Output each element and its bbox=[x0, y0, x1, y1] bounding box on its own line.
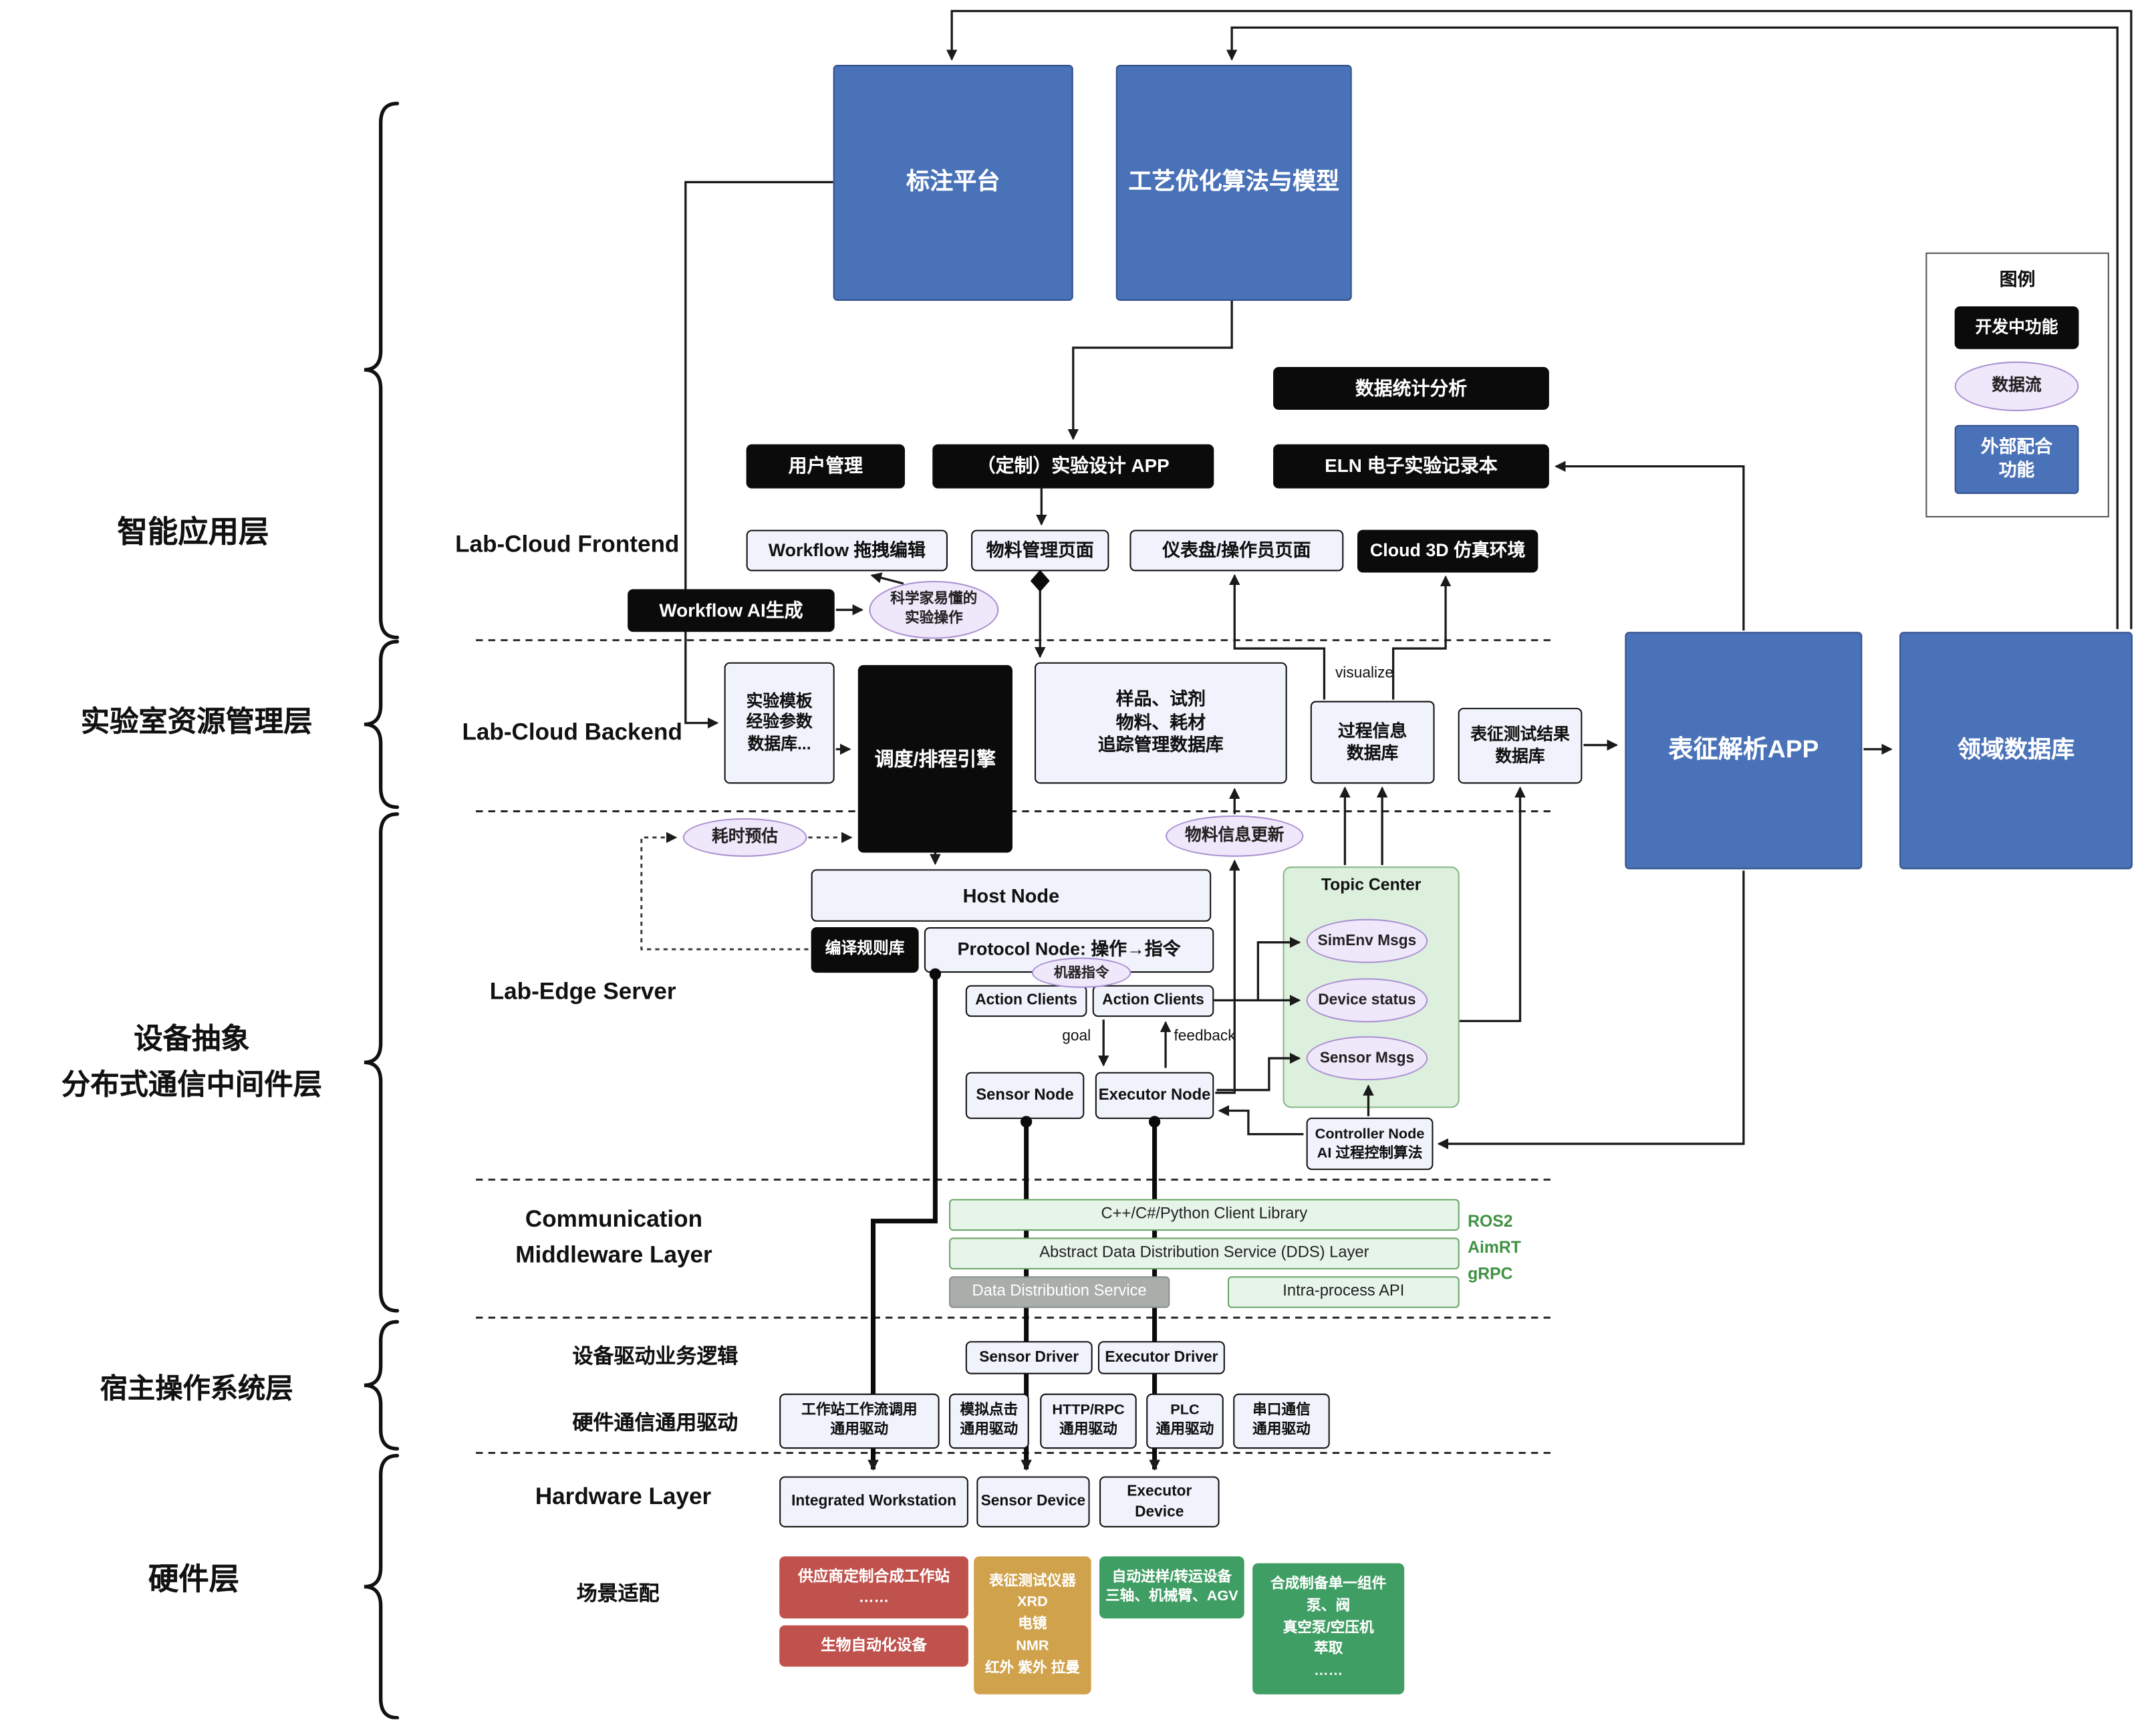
node-vendor-workstation: 供应商定制合成工作站 …… bbox=[779, 1556, 968, 1619]
node-process-optimization: 工艺优化算法与模型 bbox=[1115, 65, 1352, 301]
edge-compile-lib-to-time-est bbox=[640, 832, 809, 951]
node-template-db: 实验模板 经验参数 数据库... bbox=[724, 662, 835, 784]
legend-external-item: 外部配合 功能 bbox=[1954, 424, 2079, 494]
node-driver-click: 模拟点击 通用驱动 bbox=[949, 1393, 1029, 1449]
edge-executor-to-material-update bbox=[1215, 859, 1240, 1094]
node-dds-service: Data Distribution Service bbox=[949, 1276, 1170, 1308]
topic-center-title: Topic Center bbox=[1321, 874, 1422, 894]
node-cloud3d: Cloud 3D 仿真环境 bbox=[1357, 529, 1538, 573]
node-sensor-node: Sensor Node bbox=[965, 1072, 1085, 1119]
node-custom-experiment-app: （定制）实验设计 APP bbox=[932, 444, 1214, 489]
bus-protocol-to-workstation bbox=[867, 974, 938, 1471]
node-process-db: 过程信息 数据库 bbox=[1310, 701, 1435, 784]
node-sensor-driver: Sensor Driver bbox=[965, 1341, 1093, 1374]
node-dds-layer: Abstract Data Distribution Service (DDS)… bbox=[949, 1237, 1460, 1269]
label-visualize: visualize bbox=[1335, 664, 1394, 682]
node-workflow-edit: Workflow 拖拽编辑 bbox=[746, 529, 948, 572]
node-char-result-db: 表征测试结果 数据库 bbox=[1458, 707, 1583, 784]
node-char-analysis-app: 表征解析APP bbox=[1625, 632, 1863, 870]
layer-braces bbox=[364, 102, 400, 1719]
brace-app-layer bbox=[364, 102, 400, 640]
node-host-node: Host Node bbox=[811, 869, 1212, 922]
node-material-page: 物料管理页面 bbox=[971, 529, 1109, 572]
label-feedback: feedback bbox=[1174, 1027, 1236, 1045]
node-scheduler: 调度/排程引擎 bbox=[857, 664, 1013, 853]
node-data-stats: 数据统计分析 bbox=[1273, 367, 1549, 410]
section-label-hardware-layer: Hardware Layer bbox=[535, 1483, 712, 1510]
node-characterization-instruments: 表征测试仪器 XRD 电镜 NMR 红外 紫外 拉曼 bbox=[974, 1556, 1091, 1695]
node-dashboard-page: 仪表盘/操作员页面 bbox=[1129, 529, 1344, 572]
node-driver-workstation: 工作站工作流调用 通用驱动 bbox=[779, 1393, 940, 1449]
edge-sci-ops-to-wf-edit bbox=[870, 572, 904, 585]
node-intra-process-api: Intra-process API bbox=[1227, 1276, 1460, 1308]
node-integrated-workstation: Integrated Workstation bbox=[779, 1476, 968, 1527]
dataflow-time-estimate: 耗时预估 bbox=[682, 818, 807, 857]
dataflow-simenv-msgs: SimEnv Msgs bbox=[1306, 918, 1428, 963]
brace-hardware-layer bbox=[364, 1453, 400, 1719]
dataflow-sensor-msgs: Sensor Msgs bbox=[1306, 1036, 1428, 1081]
node-controller-node: Controller Node AI 过程控制算法 bbox=[1306, 1117, 1434, 1171]
brace-resource-layer bbox=[364, 640, 400, 810]
node-annotation-platform: 标注平台 bbox=[833, 65, 1073, 301]
section-label-scenario: 场景适配 bbox=[576, 1582, 660, 1606]
edge-annotation-to-template-db bbox=[684, 180, 833, 729]
layer-label-app: 智能应用层 bbox=[117, 514, 269, 549]
layer-separators bbox=[476, 639, 1557, 1454]
section-label-middleware: Communication Middleware Layer bbox=[515, 1205, 712, 1267]
edge-topic-to-char-result-db bbox=[1459, 786, 1526, 1023]
label-goal: goal bbox=[1062, 1027, 1091, 1045]
node-action-clients-2: Action Clients bbox=[1092, 985, 1214, 1017]
dataflow-scientist-ops: 科学家易懂的 实验操作 bbox=[869, 580, 999, 639]
dataflow-machine-instruction: 机器指令 bbox=[1031, 957, 1131, 988]
layer-label-hostos: 宿主操作系统层 bbox=[100, 1374, 293, 1405]
node-executor-node: Executor Node bbox=[1095, 1072, 1214, 1119]
dataflow-material-update: 物料信息更新 bbox=[1166, 815, 1304, 857]
section-label-driver-logic: 设备驱动业务逻辑 bbox=[572, 1345, 738, 1369]
legend-dev-item: 开发中功能 bbox=[1954, 306, 2079, 350]
edge-domaindb-to-process-opt bbox=[1226, 26, 2119, 630]
node-executor-driver: Executor Driver bbox=[1097, 1341, 1225, 1374]
layer-label-device: 设备抽象 分布式通信中间件层 bbox=[61, 1023, 322, 1101]
node-driver-http-rpc: HTTP/RPC 通用驱动 bbox=[1040, 1393, 1137, 1449]
edge-process-db-to-cloud3d bbox=[1391, 575, 1452, 700]
node-sensor-device: Sensor Device bbox=[976, 1476, 1090, 1527]
brace-device-layer bbox=[364, 812, 400, 1313]
edge-char-app-to-eln bbox=[1555, 461, 1745, 631]
section-label-frontend: Lab-Cloud Frontend bbox=[455, 531, 680, 558]
node-domain-db: 领域数据库 bbox=[1899, 632, 2133, 870]
node-eln: ELN 电子实验记录本 bbox=[1273, 444, 1549, 489]
brace-hostos-layer bbox=[364, 1320, 400, 1451]
layer-label-resource: 实验室资源管理层 bbox=[80, 706, 313, 739]
node-driver-serial: 串口通信 通用驱动 bbox=[1233, 1393, 1330, 1449]
edge-process-db-to-dashboard bbox=[1229, 574, 1326, 700]
node-executor-device: Executor Device bbox=[1099, 1476, 1220, 1527]
node-tracking-db: 样品、试剂 物料、耗材 追踪管理数据库 bbox=[1034, 662, 1287, 784]
edge-char-app-to-controller-node bbox=[1437, 870, 1745, 1150]
node-workflow-ai: Workflow AI生成 bbox=[628, 589, 835, 632]
node-compile-rule-lib: 编译规则库 bbox=[811, 927, 919, 973]
node-bio-automation: 生物自动化设备 bbox=[779, 1625, 968, 1667]
layer-label-hardware: 硬件层 bbox=[148, 1562, 240, 1597]
section-label-hw-drivers: 硬件通信通用驱动 bbox=[572, 1411, 738, 1435]
legend-title: 图例 bbox=[1999, 269, 2036, 290]
node-action-clients-1: Action Clients bbox=[965, 985, 1087, 1017]
section-label-backend: Lab-Cloud Backend bbox=[462, 719, 682, 745]
node-user-mgmt: 用户管理 bbox=[746, 444, 905, 489]
legend-dataflow-item: 数据流 bbox=[1954, 361, 2079, 412]
dataflow-device-status: Device status bbox=[1306, 978, 1428, 1023]
label-ros-stack: ROS2 AimRT gRPC bbox=[1468, 1211, 1521, 1284]
node-transfer-devices: 自动进样/转运设备 三轴、机械臂、AGV bbox=[1099, 1556, 1244, 1619]
node-synthesis-components: 合成制备单一组件 泵、阀 真空泵/空压机 萃取 …… bbox=[1252, 1563, 1405, 1695]
node-driver-plc: PLC 通用驱动 bbox=[1146, 1393, 1224, 1449]
edge-process-opt-to-custom-app bbox=[1067, 300, 1233, 441]
section-label-edge: Lab-Edge Server bbox=[489, 978, 676, 1005]
node-client-library: C++/C#/Python Client Library bbox=[949, 1199, 1460, 1231]
edge-domaindb-to-annotation bbox=[946, 9, 2133, 630]
